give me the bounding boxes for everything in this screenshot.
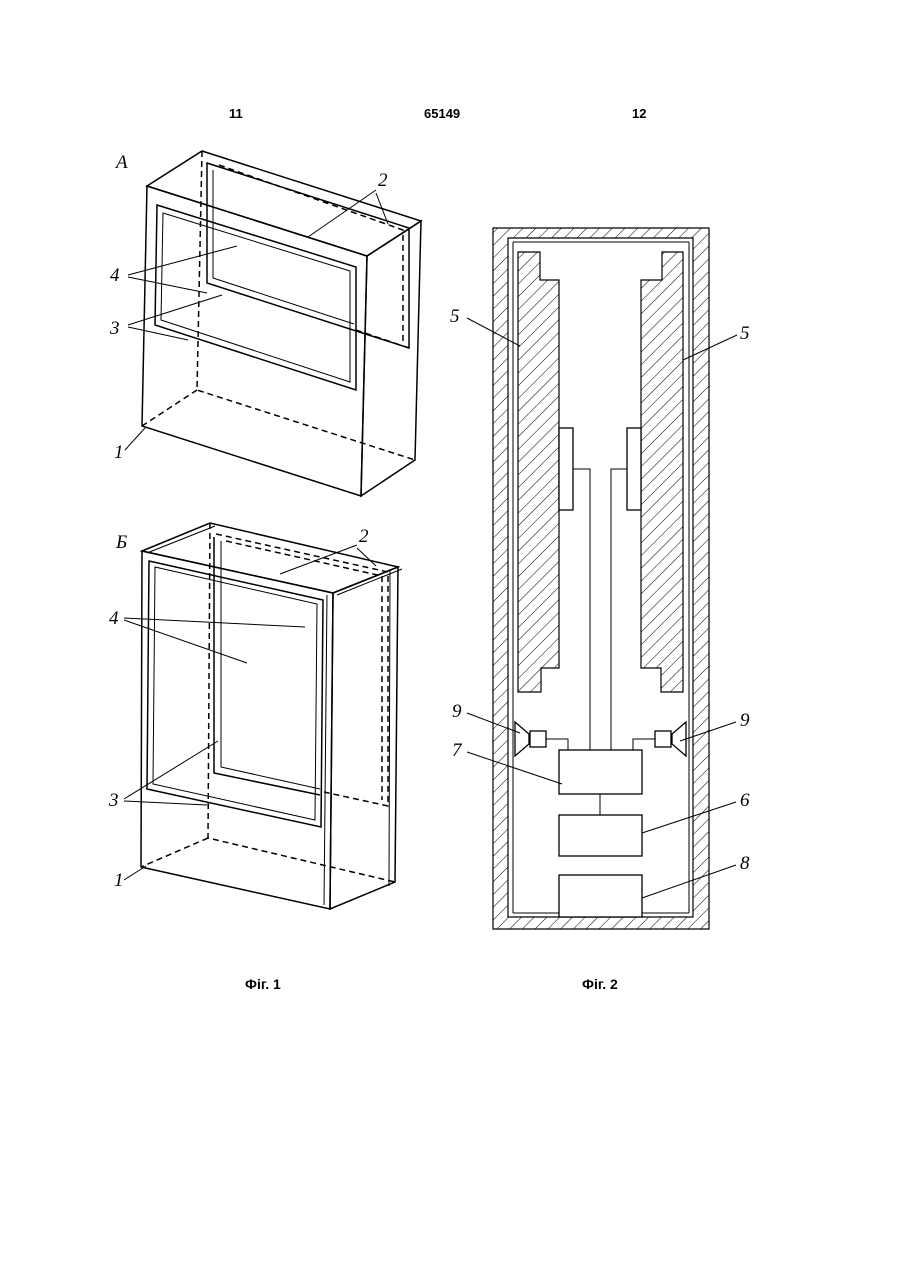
label-a-2: 2	[378, 170, 388, 191]
front-frame-b-inner	[153, 567, 317, 820]
fig1-caption: Фіг. 1	[245, 976, 281, 992]
label-6: 6	[740, 790, 750, 811]
label-9-right: 9	[740, 710, 750, 731]
label-b-2: 2	[359, 526, 369, 547]
box-a-right-face	[361, 221, 421, 496]
back-frame-b-hidden-inner	[226, 541, 382, 800]
back-frame-b-inner	[221, 541, 320, 789]
wire-speaker-right	[633, 739, 655, 750]
fig2-section	[467, 228, 737, 929]
block-7	[559, 750, 642, 794]
box-a-hidden-back-edges	[197, 151, 415, 460]
front-frame-b-outer	[147, 561, 323, 827]
speaker-right-magnet	[655, 731, 671, 747]
leader-b-2a	[280, 545, 357, 574]
label-5-right: 5	[740, 323, 750, 344]
box-b-right-inner	[389, 569, 390, 886]
wire-left	[573, 469, 590, 750]
label-b-3: 3	[108, 790, 119, 811]
leader-5-right	[683, 335, 737, 360]
leader-a-4b	[128, 277, 207, 293]
leader-b-2b	[357, 548, 376, 566]
block-6	[559, 815, 642, 856]
box-b-front-edge-inner	[324, 595, 327, 905]
label-5-left: 5	[450, 306, 460, 327]
back-frame-b-hidden	[216, 534, 388, 806]
back-frame-b-outer	[214, 537, 320, 795]
label-view-b: Б	[115, 532, 127, 553]
box-b-hidden-back-edges	[208, 523, 395, 882]
label-b-1: 1	[114, 870, 124, 891]
box-a-hidden-bottom-edge	[142, 390, 197, 426]
leader-a-1	[125, 428, 145, 450]
label-a-3: 3	[109, 318, 120, 339]
front-frame-a-outer	[155, 205, 356, 390]
plate-left	[559, 428, 573, 510]
box-b-top-inner-edge	[147, 526, 215, 553]
label-9-left: 9	[452, 701, 462, 722]
box-b-hidden-bottom-edge	[141, 838, 208, 867]
label-7: 7	[452, 740, 463, 761]
speaker-left-cone	[515, 722, 529, 756]
box-b-top-inner-edge-2	[337, 569, 402, 595]
block-8	[559, 875, 642, 917]
plate-right	[627, 428, 641, 510]
fig1-view-a	[125, 151, 421, 496]
leader-b-1	[124, 866, 146, 880]
fig2-caption: Фіг. 2	[582, 976, 618, 992]
panel-right	[641, 252, 683, 692]
panel-left	[518, 252, 559, 692]
wire-speaker-left	[546, 739, 568, 750]
leader-a-3a	[128, 295, 222, 325]
leader-b-3b	[124, 801, 207, 805]
front-frame-a-inner	[161, 213, 350, 382]
wire-right	[611, 469, 627, 750]
label-a-4: 4	[110, 265, 120, 286]
label-8: 8	[740, 853, 750, 874]
leader-b-3a	[124, 741, 218, 799]
label-a-1: 1	[114, 442, 124, 463]
label-view-a: А	[114, 152, 128, 173]
label-b-4: 4	[109, 608, 119, 629]
box-a-front-face	[142, 186, 367, 496]
speaker-left-magnet	[530, 731, 546, 747]
speaker-right-cone	[672, 722, 686, 756]
fig1-view-b	[124, 523, 402, 909]
leader-a-4a	[128, 246, 237, 275]
